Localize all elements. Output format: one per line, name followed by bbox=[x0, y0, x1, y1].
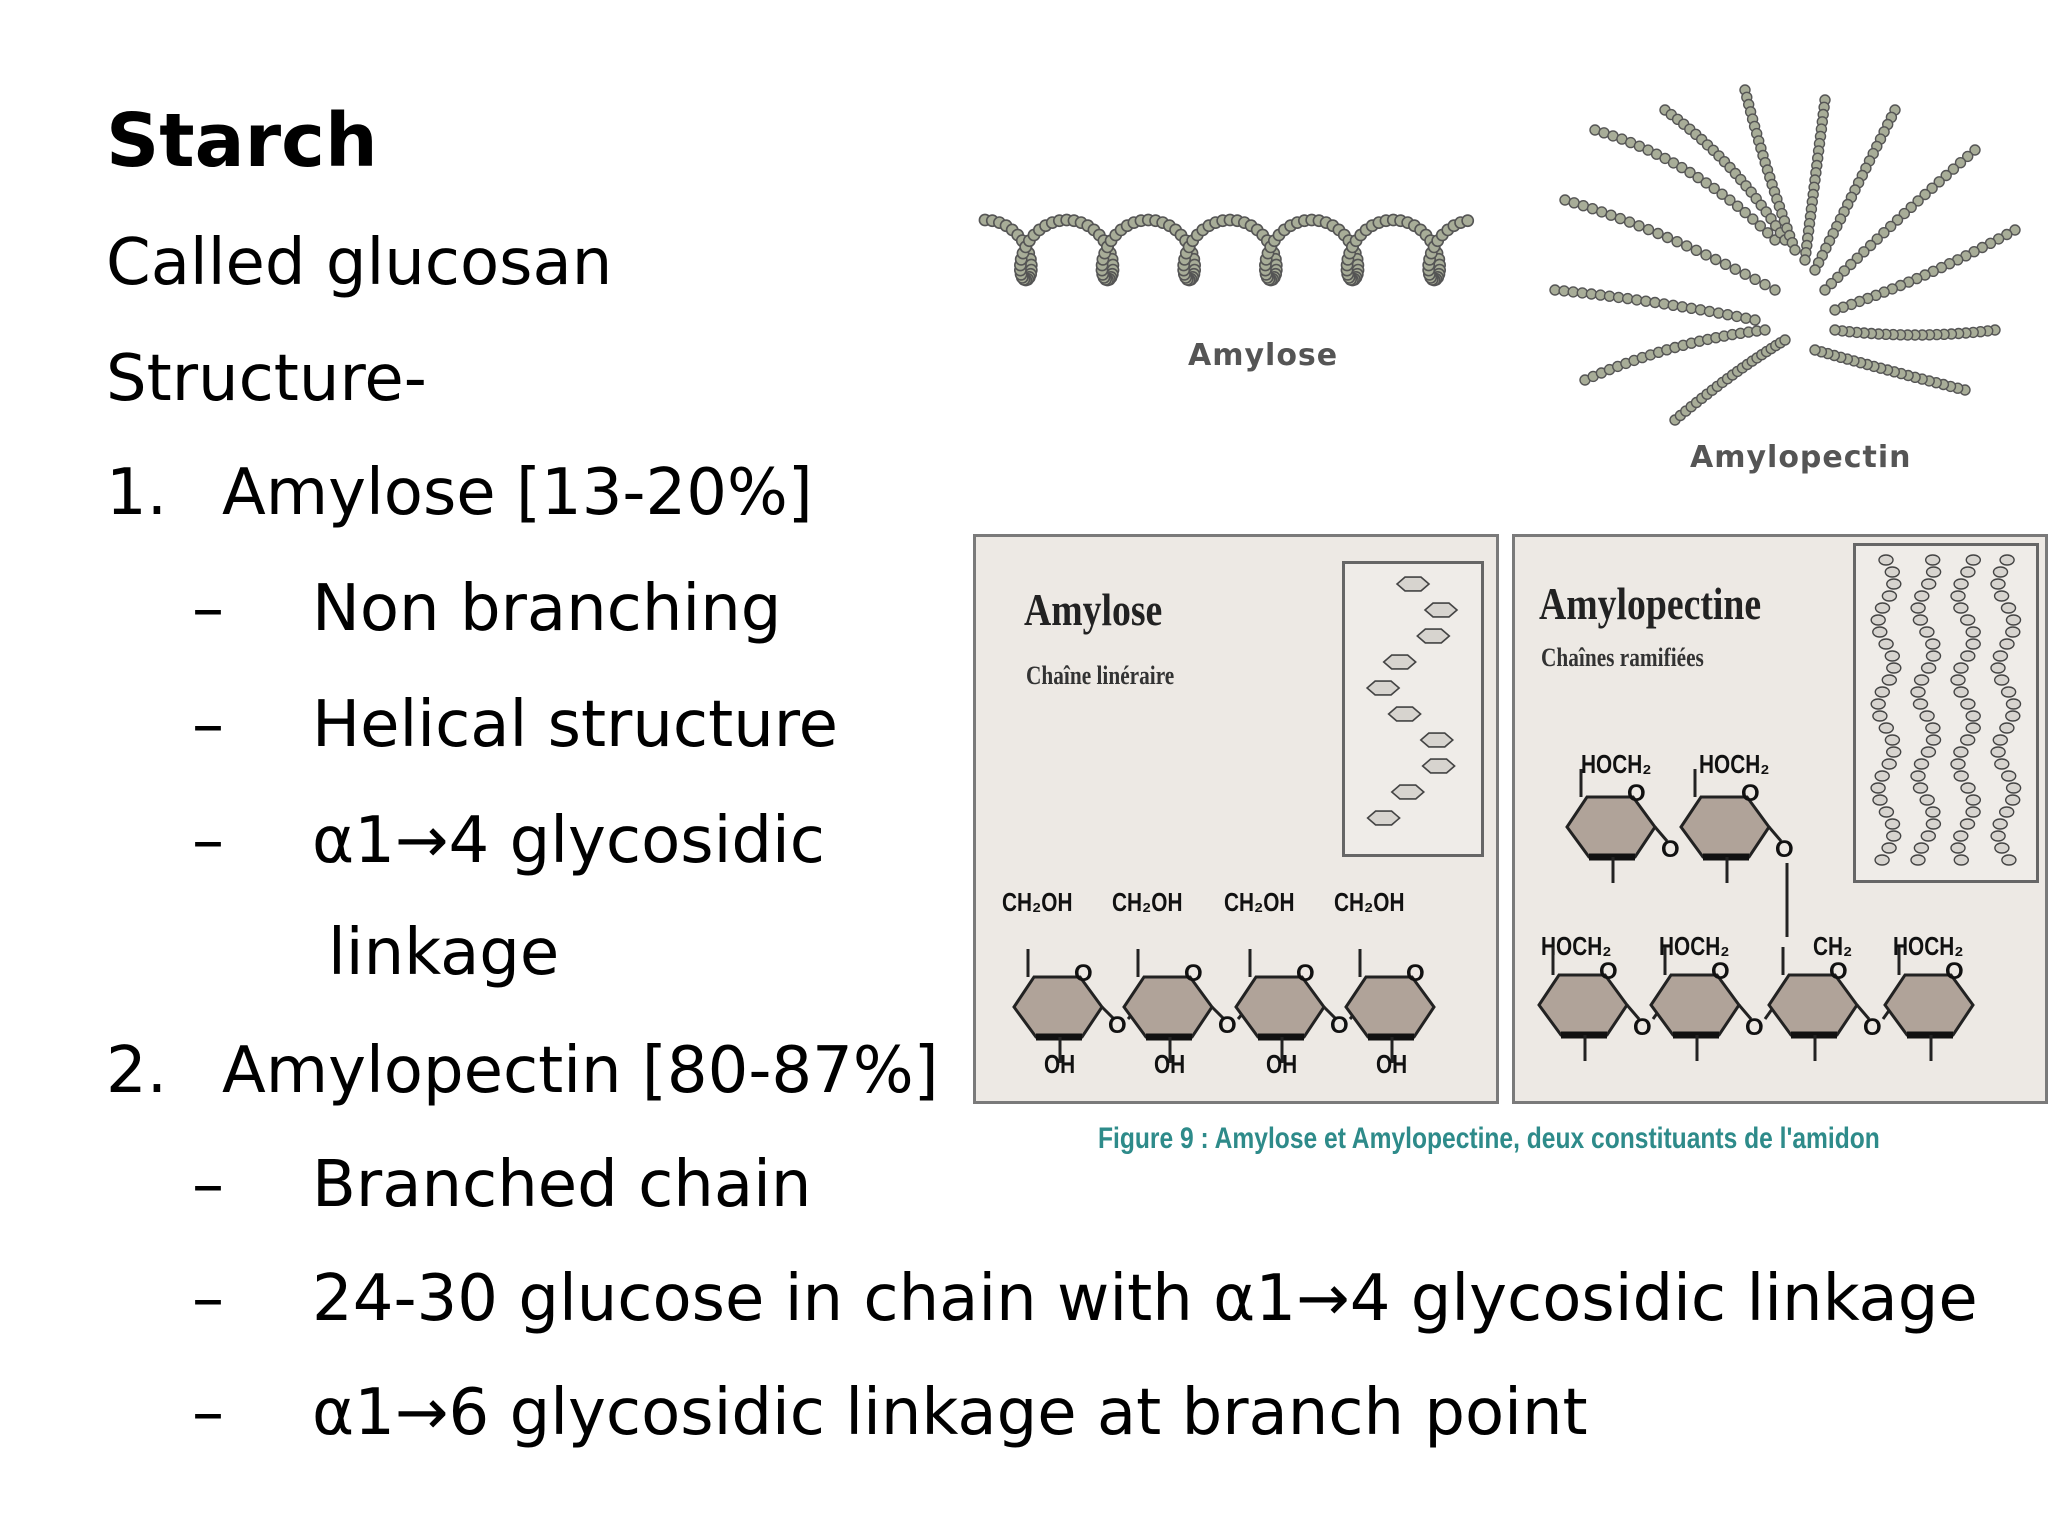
amylose-oh-2: OH bbox=[1154, 1049, 1186, 1079]
list-item-amylose: Amylose [13-20%] bbox=[222, 456, 813, 530]
svg-text:O: O bbox=[1745, 1014, 1764, 1041]
amylose-helix-inset bbox=[1342, 561, 1484, 857]
amylose-oh-1: OH bbox=[1044, 1049, 1076, 1079]
figure-caption: Figure 9 : Amylose et Amylopectine, deux… bbox=[1098, 1122, 1880, 1155]
svg-text:O: O bbox=[1406, 960, 1425, 987]
dash-bullet: – bbox=[192, 1376, 224, 1450]
svg-text:O: O bbox=[1627, 780, 1646, 807]
svg-text:O: O bbox=[1599, 958, 1618, 985]
amylopectin-branch-illustration bbox=[1549, 84, 2021, 426]
subitem-branched-chain: Branched chain bbox=[312, 1148, 812, 1222]
amylose-panel-subtitle: Chaîne linéraire bbox=[1026, 661, 1175, 690]
amylopectin-panel-title: Amylopectine bbox=[1539, 578, 1762, 629]
amylose-panel-title: Amylose bbox=[1024, 584, 1163, 635]
svg-text:O: O bbox=[1829, 958, 1848, 985]
amylose-ch2oh-1: CH₂OH bbox=[1002, 887, 1073, 917]
amylopectin-branch-inset bbox=[1853, 543, 2039, 883]
subitem-non-branching: Non branching bbox=[312, 572, 782, 646]
subitem-alpha-1-4: α1→4 glycosidic bbox=[312, 804, 825, 878]
svg-text:O: O bbox=[1661, 836, 1680, 863]
amylose-ch2oh-2: CH₂OH bbox=[1112, 887, 1183, 917]
slide-title: Starch bbox=[106, 98, 378, 184]
subitem-24-30-glucose: 24-30 glucose in chain with α1→4 glycosi… bbox=[312, 1262, 1978, 1336]
amylopectin-hoch2-upper-1: HOCH₂ bbox=[1581, 749, 1652, 779]
dash-bullet: – bbox=[192, 1148, 224, 1222]
list-item-amylopectin: Amylopectin [80-87%] bbox=[222, 1034, 939, 1108]
dash-bullet: – bbox=[192, 688, 224, 762]
svg-text:O: O bbox=[1296, 960, 1315, 987]
amylopectin-hoch2-upper-2: HOCH₂ bbox=[1699, 749, 1770, 779]
svg-text:O: O bbox=[1330, 1012, 1349, 1039]
list-number-1: 1. bbox=[106, 456, 168, 530]
amylose-oh-3: OH bbox=[1266, 1049, 1298, 1079]
dash-bullet: – bbox=[192, 572, 224, 646]
amylopectin-glucose-chain: O O O O O O O O O O O bbox=[1537, 769, 1975, 1061]
subitem-alpha-1-6: α1→6 glycosidic linkage at branch point bbox=[312, 1376, 1588, 1450]
svg-text:O: O bbox=[1741, 780, 1760, 807]
amylopectin-inset-drawing bbox=[1870, 554, 2022, 866]
svg-text:O: O bbox=[1633, 1014, 1652, 1041]
amylose-inset-drawing bbox=[1365, 576, 1459, 826]
amylopectin-top-label: Amylopectin bbox=[1690, 440, 1912, 475]
amylopectin-hoch2-lower-2: HOCH₂ bbox=[1659, 931, 1730, 961]
amylose-ch2oh-4: CH₂OH bbox=[1334, 887, 1405, 917]
line-structure: Structure- bbox=[106, 342, 427, 416]
amylopectin-hoch2-lower-4: HOCH₂ bbox=[1893, 931, 1964, 961]
amylopectin-panel-subtitle: Chaînes ramifiées bbox=[1541, 643, 1704, 672]
amylopectin-ch2-branch: CH₂ bbox=[1813, 931, 1853, 961]
amylose-ch2oh-3: CH₂OH bbox=[1224, 887, 1295, 917]
svg-text:O: O bbox=[1775, 836, 1794, 863]
svg-text:O: O bbox=[1074, 960, 1093, 987]
amylose-top-label: Amylose bbox=[1188, 338, 1339, 373]
svg-text:O: O bbox=[1218, 1012, 1237, 1039]
dash-bullet: – bbox=[192, 1262, 224, 1336]
svg-text:O: O bbox=[1711, 958, 1730, 985]
amylose-panel: Amylose Chaîne linéraire CH₂OH CH₂OH CH₂… bbox=[973, 534, 1499, 1104]
amylose-oh-4: OH bbox=[1376, 1049, 1408, 1079]
line-called-glucosan: Called glucosan bbox=[106, 226, 613, 300]
amylopectin-panel: Amylopectine Chaînes ramifiées HOCH₂ HOC… bbox=[1512, 534, 2048, 1104]
svg-text:O: O bbox=[1945, 958, 1964, 985]
subitem-linkage: linkage bbox=[328, 916, 560, 990]
amylose-helix-illustration bbox=[978, 213, 1475, 287]
svg-text:O: O bbox=[1108, 1012, 1127, 1039]
dash-bullet: – bbox=[192, 804, 224, 878]
list-number-2: 2. bbox=[106, 1034, 168, 1108]
svg-text:O: O bbox=[1863, 1014, 1882, 1041]
svg-text:O: O bbox=[1184, 960, 1203, 987]
subitem-helical-structure: Helical structure bbox=[312, 688, 839, 762]
